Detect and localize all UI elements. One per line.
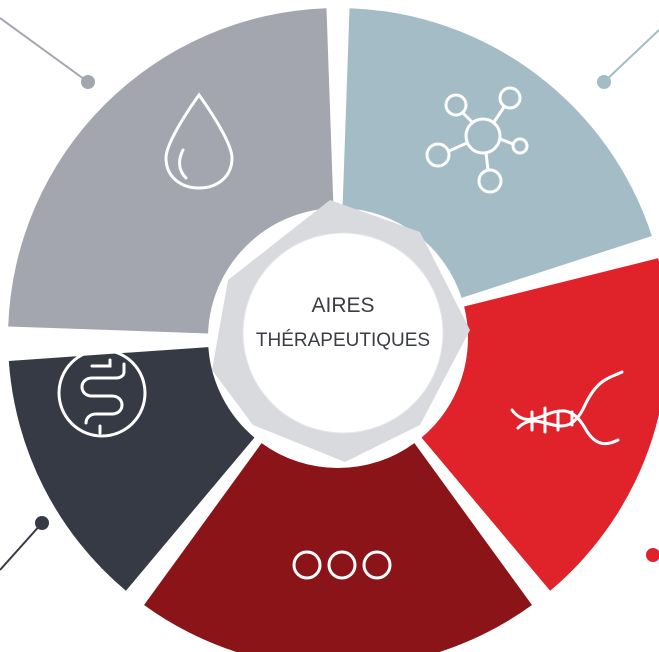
center-title-line1: AIRES (311, 294, 374, 317)
molecule-icon (425, 86, 529, 194)
connector-bottom-left (0, 516, 49, 571)
segment-blood (8, 8, 334, 334)
connector-bottom-right (646, 548, 659, 562)
three-circles-icon (292, 550, 392, 580)
intestine-icon (57, 348, 147, 438)
center-badge: AIRES THÉRAPEUTIQUES (212, 200, 470, 462)
drop-icon (164, 92, 234, 190)
ring-segments (8, 8, 659, 652)
connector-top-right (597, 29, 659, 89)
center-title-line2: THÉRAPEUTIQUES (256, 330, 430, 351)
segment-molecule (342, 8, 652, 298)
segment-other (144, 443, 532, 652)
segment-digestive (8, 347, 255, 591)
segment-genetics (421, 258, 659, 591)
connector-top-left (0, 17, 95, 89)
dna-icon (510, 370, 624, 446)
